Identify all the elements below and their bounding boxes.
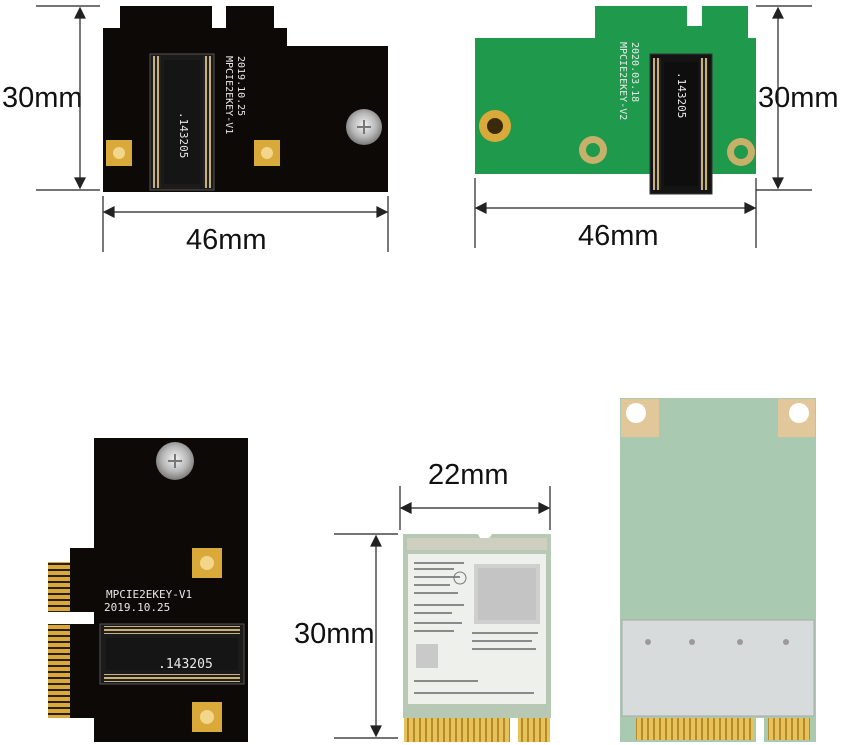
- top-right-dimension-lines: [474, 5, 812, 248]
- svg-text:.143205: .143205: [675, 72, 688, 118]
- svg-text:.143205: .143205: [177, 112, 190, 158]
- black-adapter-board-bottom: MPCIE2EKEY-V1 2019.10.25 .143205: [48, 438, 248, 742]
- green-board-label-top: MPCIE2EKEY-V2: [617, 42, 628, 120]
- black-adapter-board-top: .143205 MPCIE2EKEY-V1 2019.10.25: [103, 6, 388, 192]
- top-right-height-label: 30mm: [758, 82, 839, 114]
- wifi-card-height-label: 30mm: [294, 618, 375, 650]
- green-board-date-top: 2020.03.18: [629, 42, 640, 102]
- m2-wifi-card: [403, 534, 551, 742]
- top-left-height-label: 30mm: [2, 82, 83, 114]
- top-left-width-label: 46mm: [186, 224, 267, 256]
- green-adapter-board-top: .143205 MPCIE2EKEY-V2 2020.03.18: [475, 6, 756, 195]
- wifi-card-width-label: 22mm: [428, 459, 509, 491]
- wifi-card-dimension-lines: [334, 486, 551, 739]
- black-board-serial: .143205: [158, 657, 213, 672]
- black-board-label-top: MPCIE2EKEY-V1: [223, 56, 234, 134]
- top-right-width-label: 46mm: [578, 220, 659, 252]
- black-board-label-bottom: MPCIE2EKEY-V1: [106, 588, 192, 601]
- top-left-dimension-lines: [36, 5, 389, 252]
- black-board-date-top: 2019.10.25: [235, 56, 246, 116]
- black-board-date-bottom: 2019.10.25: [104, 601, 170, 614]
- mini-pcie-card: [620, 398, 816, 742]
